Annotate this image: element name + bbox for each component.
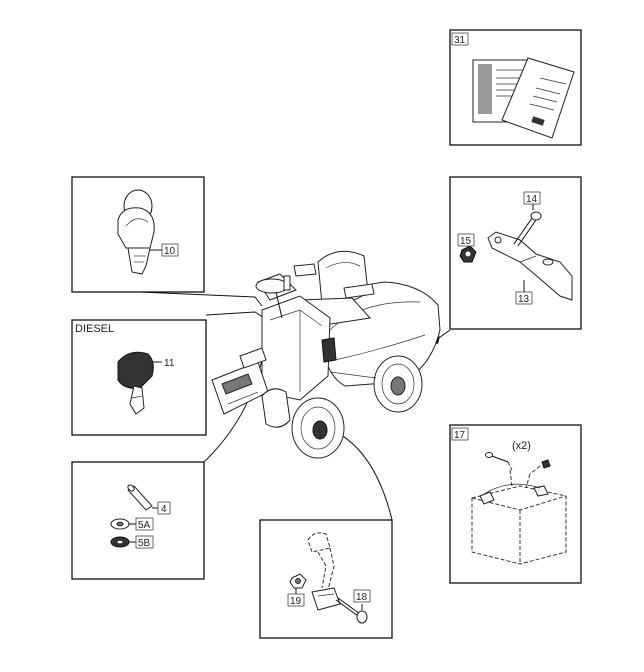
ref-tag-14 bbox=[523, 191, 541, 205]
bolt-18-icon bbox=[335, 597, 368, 624]
manual-front-lines bbox=[529, 77, 567, 126]
panel-pedal: 19 18 bbox=[259, 519, 393, 639]
panel-diesel-header: DIESEL bbox=[75, 323, 114, 335]
panel-manual: 31 bbox=[449, 29, 582, 146]
manual-booklet-front bbox=[501, 57, 575, 139]
ref-label-31: 31 bbox=[454, 35, 466, 46]
ref-label-11: 11 bbox=[164, 358, 175, 369]
tractor-illustration bbox=[211, 250, 441, 459]
panel-key-diesel: DIESEL 11 bbox=[71, 319, 207, 436]
ref-tag-19 bbox=[287, 593, 305, 607]
ref-label-15: 15 bbox=[460, 236, 472, 247]
battery-qty-label: (x2) bbox=[512, 440, 531, 452]
ref-tag-18 bbox=[353, 589, 371, 603]
ref-label-17: 17 bbox=[454, 430, 466, 441]
ref-label-18: 18 bbox=[356, 592, 368, 603]
pin-icon bbox=[127, 484, 153, 511]
ref-tag-15 bbox=[457, 233, 475, 247]
ref-label-5a: 5A bbox=[138, 520, 151, 531]
ref-label-4: 4 bbox=[161, 504, 167, 515]
washer-5a-icon bbox=[110, 518, 130, 530]
ref-label-14: 14 bbox=[526, 194, 538, 205]
ref-tag-17 bbox=[451, 427, 469, 441]
panel-key-petrol: 10 bbox=[71, 176, 205, 293]
ref-tag-13 bbox=[515, 291, 533, 305]
ref-tag-5b bbox=[135, 535, 154, 549]
ref-label-19: 19 bbox=[290, 596, 302, 607]
ref-tag-10 bbox=[161, 243, 179, 257]
bolt-14-icon bbox=[513, 211, 542, 247]
diesel-key-icon bbox=[117, 351, 154, 415]
panel-pin-washers: 4 5A 5B bbox=[71, 461, 205, 580]
ref-label-10: 10 bbox=[164, 246, 176, 257]
battery-bolts-icon bbox=[485, 452, 551, 489]
bracket-13-icon bbox=[487, 231, 573, 301]
ref-tag-5a bbox=[135, 517, 154, 531]
ref-label-13: 13 bbox=[518, 294, 530, 305]
nut-19-icon bbox=[289, 573, 307, 589]
battery-icon bbox=[471, 483, 567, 565]
panel-bracket: 14 15 13 bbox=[449, 176, 582, 330]
ignition-key-icon bbox=[117, 189, 155, 275]
ref-tag-31 bbox=[451, 32, 469, 46]
pedal-icon bbox=[307, 532, 341, 611]
washer-5b-icon bbox=[110, 536, 130, 548]
ref-tag-4 bbox=[157, 501, 171, 515]
ref-label-5b: 5B bbox=[138, 538, 151, 549]
panel-battery: 17 (x2) bbox=[449, 424, 582, 584]
